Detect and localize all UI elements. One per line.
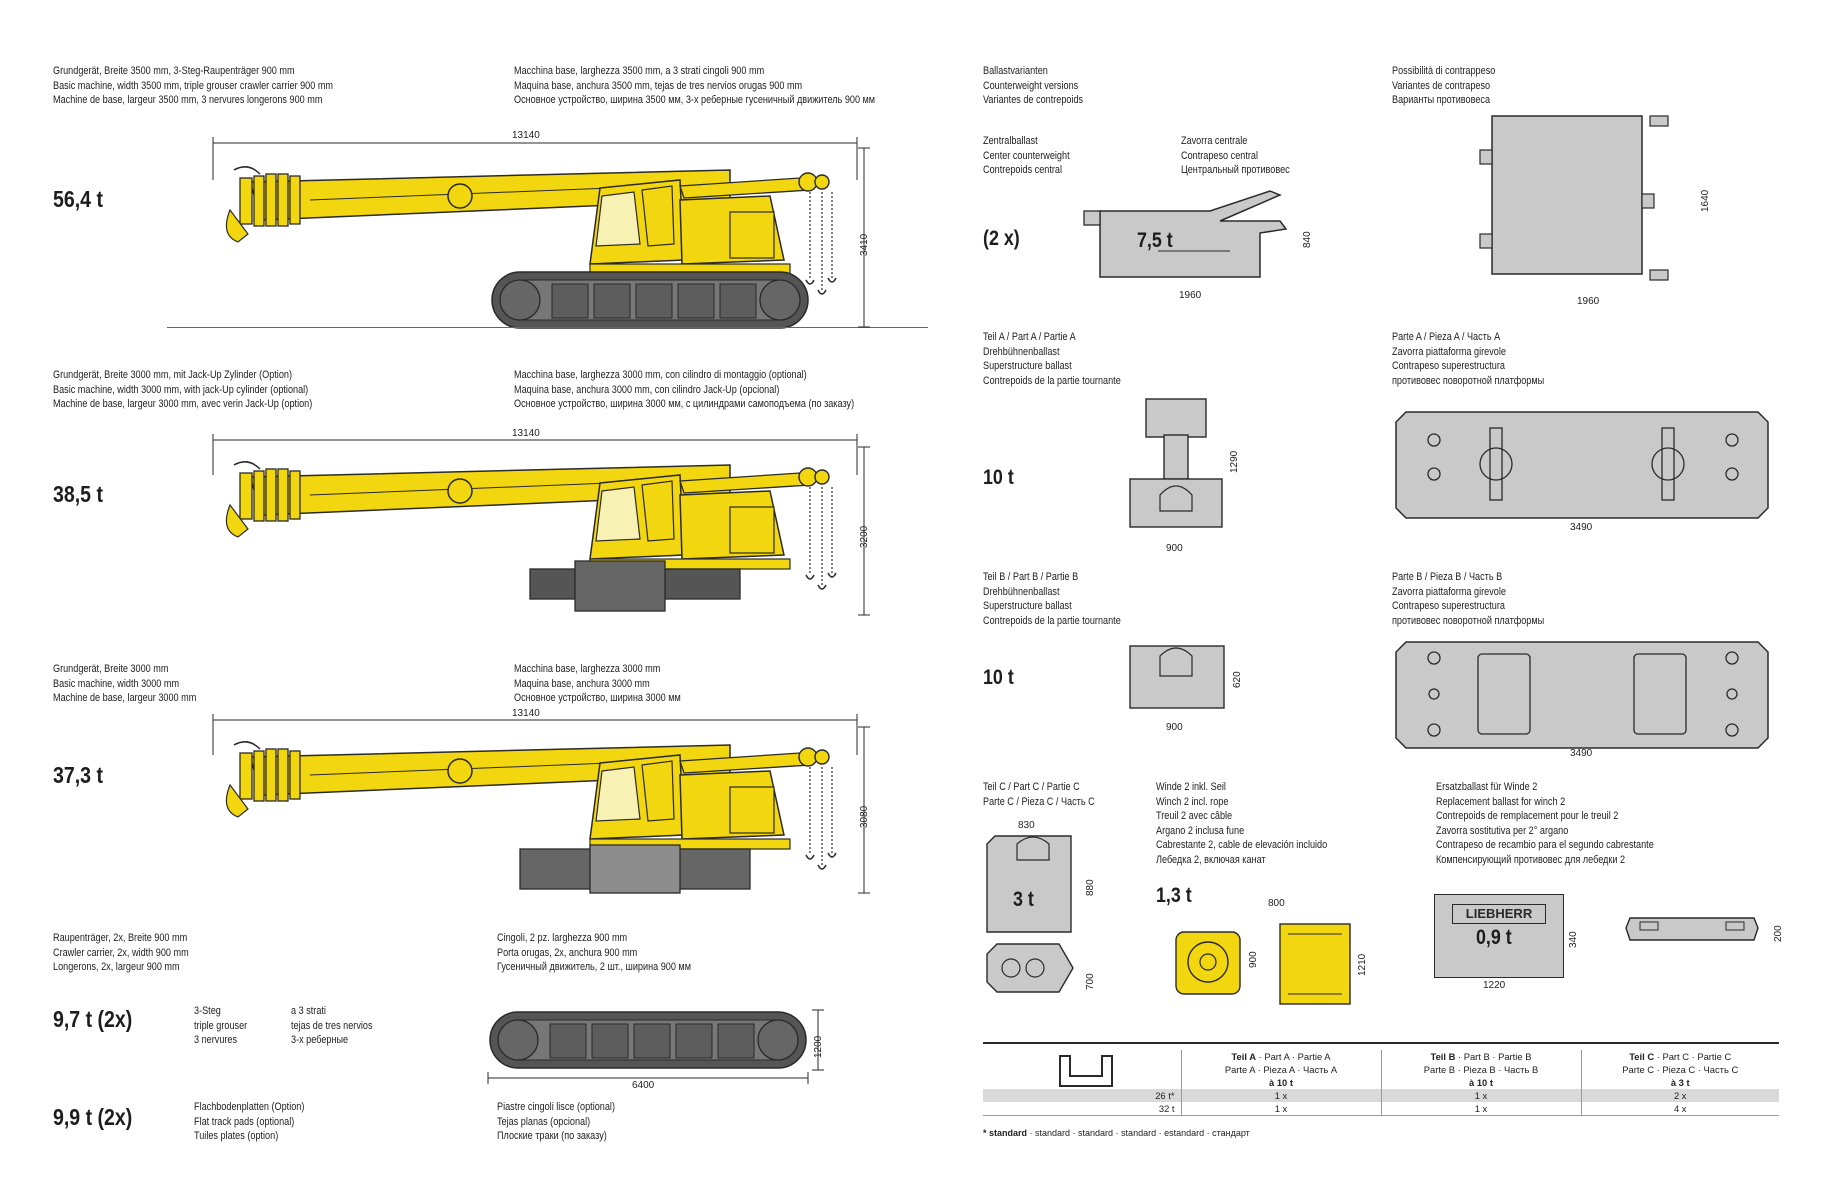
winch-dim-b: 800 — [1268, 898, 1285, 909]
liebherr-logo: LIEBHERR — [1452, 904, 1546, 924]
part-a-width-dim: 900 — [1166, 543, 1183, 554]
crawler-weight-triple: 9,7 t (2x) — [53, 1006, 133, 1032]
part-b-side-drawing — [1129, 645, 1225, 709]
crawler-length-dim: 6400 — [632, 1080, 655, 1091]
part-a-length-dim: 3490 — [1570, 522, 1593, 533]
part-b-height-dim: 620 — [1232, 671, 1243, 688]
part-a-weight: 10 t — [983, 466, 1014, 489]
central-ballast-height-dim: 840 — [1302, 231, 1313, 248]
crane-drawing-3 — [225, 741, 837, 894]
section2-caption-a: Grundgerät, Breite 3000 mm, mit Jack-Up … — [53, 369, 313, 411]
part-a-side-drawing — [1129, 398, 1223, 528]
part-a-top-drawing — [1395, 411, 1769, 519]
winch-dim-c: 1210 — [1357, 953, 1368, 976]
spare-ballast-height-dim2: 200 — [1773, 925, 1784, 942]
central-ballast-top-drawing — [1479, 115, 1669, 281]
table-rule — [983, 1042, 1779, 1044]
winch-dim-a: 900 — [1248, 951, 1259, 968]
section2-height-dim: 3200 — [859, 525, 870, 548]
section3-length-dim: 13140 — [512, 708, 540, 719]
flat-pads-label-a: Flachbodenplatten (Option)Flat track pad… — [194, 1101, 305, 1143]
part-b-top-drawing — [1395, 641, 1769, 749]
part-b-weight: 10 t — [983, 666, 1014, 689]
part-c-weight: 3 t — [1013, 888, 1034, 911]
central-ballast-weight: 7,5 t — [1137, 229, 1173, 252]
winch-weight: 1,3 t — [1156, 884, 1192, 907]
section1-caption-b: Macchina base, larghezza 3500 mm, a 3 st… — [514, 65, 876, 107]
central-ballast-count: (2 x) — [983, 227, 1020, 250]
table-footnote: * standard · standard · standard · stand… — [983, 1128, 1250, 1138]
part-c-height-dim: 880 — [1085, 879, 1096, 896]
crawler-weight-flat: 9,9 t (2x) — [53, 1104, 133, 1130]
part-b-length-dim: 3490 — [1570, 748, 1593, 759]
section1-length-dim: 13140 — [512, 130, 540, 141]
table-row: 32 t 1 x 1 x 4 x — [983, 1102, 1779, 1116]
section3-weight: 37,3 t — [53, 762, 104, 788]
flat-pads-label-b: Piastre cingoli lisce (optional)Tejas pl… — [497, 1101, 615, 1143]
spare-ballast-width-dim: 1220 — [1483, 980, 1506, 991]
table-row: 26 t* 1 x 1 x 2 x — [983, 1089, 1779, 1102]
ground-line — [167, 327, 928, 328]
top-ballast-height-dim: 1640 — [1700, 189, 1711, 212]
spare-ballast-height-dim: 340 — [1568, 931, 1579, 948]
section1-height-dim: 3410 — [859, 233, 870, 256]
section2-caption-b: Macchina base, larghezza 3000 mm, con ci… — [514, 369, 855, 411]
spare-ballast-weight: 0,9 t — [1476, 926, 1512, 949]
winch-drawings — [1175, 923, 1351, 1005]
part-c-drawings — [986, 835, 1074, 993]
section2-length-dim: 13140 — [512, 428, 540, 439]
part-b-width-dim: 900 — [1166, 722, 1183, 733]
central-ballast-width-dim: 1960 — [1179, 290, 1202, 301]
part-c-height-dim2: 700 — [1085, 973, 1096, 990]
central-ballast-side-drawing — [1083, 190, 1288, 278]
section2-weight: 38,5 t — [53, 481, 104, 507]
top-ballast-width-dim: 1960 — [1577, 296, 1600, 307]
section1-weight: 56,4 t — [53, 186, 104, 212]
section3-height-dim: 3080 — [859, 805, 870, 828]
crane-drawing-2 — [225, 461, 837, 612]
part-c-width-dim: 830 — [1018, 820, 1035, 831]
spare-ballast-side-drawing — [1625, 917, 1759, 941]
part-a-height-dim: 1290 — [1229, 450, 1240, 473]
crawler-height-dim: 1200 — [813, 1035, 824, 1058]
section1-caption-a: Grundgerät, Breite 3500 mm, 3-Steg-Raupe… — [53, 65, 333, 107]
